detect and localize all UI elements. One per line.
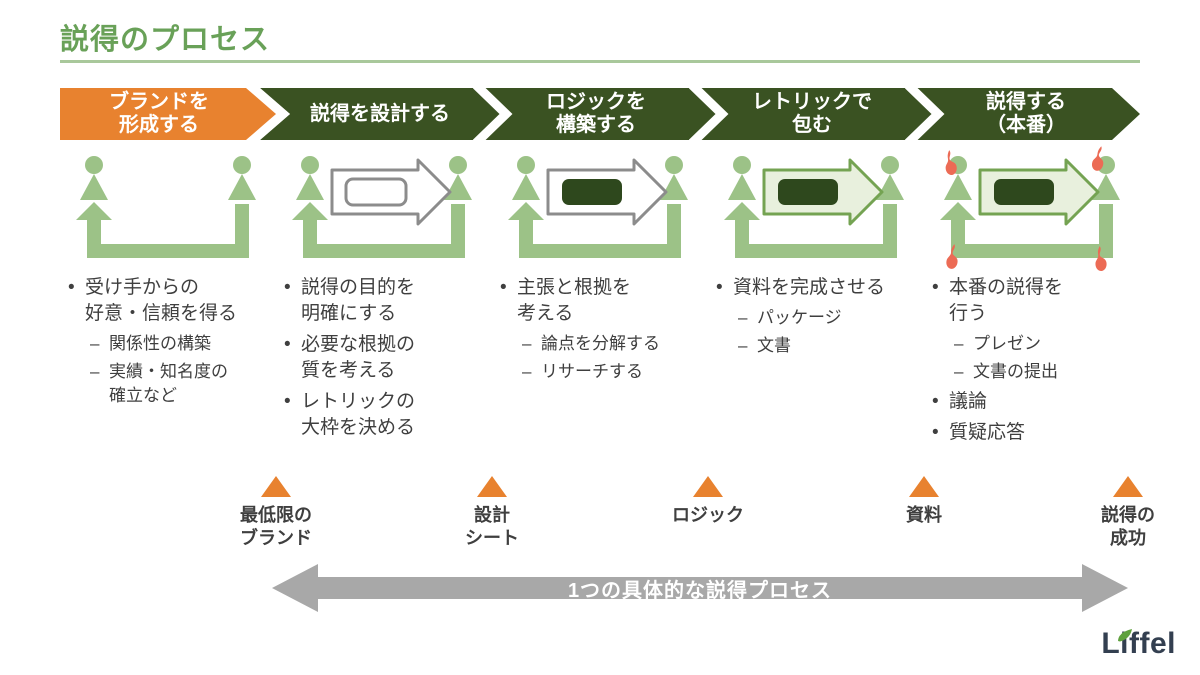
dash-glyph: – bbox=[954, 362, 964, 381]
bullet-text: プレゼン bbox=[973, 334, 1041, 353]
dash-glyph: – bbox=[522, 334, 532, 353]
milestone-label: 説得の 成功 bbox=[1101, 505, 1155, 548]
two-people-bracket-green-arrow-flames-icon bbox=[932, 146, 1132, 271]
triangle-icon bbox=[693, 476, 723, 497]
two-people-bracket-icon bbox=[68, 152, 268, 268]
chevron-band-graphic bbox=[60, 88, 1140, 140]
bullet-glyph: • bbox=[932, 391, 939, 412]
flame-icon bbox=[1088, 145, 1110, 174]
bullet-item: • レトリックの 大枠を決める bbox=[284, 389, 492, 441]
stage-4-label: レトリックで 包む bbox=[752, 91, 872, 136]
bullet-item: • 必要な根拠の 質を考える bbox=[284, 332, 492, 384]
milestone-label: 最低限の ブランド bbox=[240, 505, 312, 548]
bullet-text: 資料を完成させる bbox=[733, 277, 886, 298]
triangle-icon bbox=[261, 476, 291, 497]
triangle-icon bbox=[909, 476, 939, 497]
bullet-item: –関係性の構築 bbox=[90, 332, 276, 356]
stage-3-bullets: •主張と根拠を 考える–論点を分解する–リサーチする bbox=[492, 270, 708, 451]
stage-4-bullets: •資料を完成させる–パッケージ–文書 bbox=[708, 270, 924, 451]
double-arrow-graphic bbox=[272, 564, 1128, 612]
bullet-glyph: • bbox=[284, 391, 291, 412]
bullet-item: –リサーチする bbox=[522, 360, 708, 384]
bullet-text: 議論 bbox=[949, 391, 988, 412]
bullet-item: • 質疑応答 bbox=[932, 420, 1140, 446]
bullet-item: • 主張と根拠を 考える bbox=[500, 275, 708, 327]
bullet-text: 本番の説得を 行う bbox=[949, 277, 1064, 324]
stage-bullets-row: •受け手からの 好意・信頼を得る–関係性の構築–実績・知名度の 確立など •説得… bbox=[60, 270, 1140, 451]
bullet-item: –実績・知名度の 確立など bbox=[90, 360, 276, 408]
stage-icons-row bbox=[60, 146, 1140, 271]
page-title: 説得のプロセス bbox=[60, 24, 271, 56]
bullet-glyph: • bbox=[932, 277, 939, 298]
dash-glyph: – bbox=[738, 336, 748, 355]
stage-1-label: ブランドを 形成する bbox=[109, 91, 209, 136]
stage-1-bullets: •受け手からの 好意・信頼を得る–関係性の構築–実績・知名度の 確立など bbox=[60, 270, 276, 451]
bullet-text: 文書の提出 bbox=[973, 362, 1058, 381]
process-span-arrow: 1つの具体的な説得プロセス bbox=[272, 564, 1128, 612]
logo-text: ffel bbox=[1129, 627, 1176, 660]
bullet-item: –文書 bbox=[738, 334, 924, 358]
milestone-label: ロジック bbox=[672, 505, 744, 525]
flame-icon bbox=[940, 149, 961, 177]
process-span-label: 1つの具体的な説得プロセス bbox=[567, 579, 833, 602]
two-people-bracket-empty-arrow-icon bbox=[284, 152, 484, 268]
stage-3-label: ロジックを 構築する bbox=[546, 91, 646, 136]
two-people-bracket-filled-arrow-icon bbox=[500, 152, 700, 268]
bullet-text: 関係性の構築 bbox=[109, 334, 211, 353]
dash-glyph: – bbox=[90, 362, 100, 381]
bullet-text: リサーチする bbox=[541, 362, 643, 381]
bullet-glyph: • bbox=[932, 422, 939, 443]
bullet-item: • 資料を完成させる bbox=[716, 275, 924, 301]
dash-glyph: – bbox=[738, 308, 748, 327]
leaf-icon bbox=[1117, 616, 1133, 650]
milestone-marker: 最低限の ブランド bbox=[240, 476, 312, 550]
bullet-glyph: • bbox=[68, 277, 75, 298]
title-underline bbox=[60, 60, 1140, 63]
bullet-text: 主張と根拠を 考える bbox=[517, 277, 632, 324]
milestone-marker: 設計 シート bbox=[465, 476, 519, 550]
bullet-text: レトリックの 大枠を決める bbox=[301, 391, 416, 438]
bullet-item: • 受け手からの 好意・信頼を得る bbox=[68, 275, 276, 327]
stage-5-label: 説得する （本番） bbox=[986, 91, 1066, 136]
dash-glyph: – bbox=[954, 334, 964, 353]
bullet-item: –文書の提出 bbox=[954, 360, 1140, 384]
stage-2-label: 説得を設計する bbox=[310, 102, 450, 125]
triangle-icon bbox=[477, 476, 507, 497]
two-people-bracket-green-arrow-icon bbox=[716, 152, 916, 268]
bullet-glyph: • bbox=[284, 334, 291, 355]
bullet-item: • 議論 bbox=[932, 389, 1140, 415]
bullet-item: –パッケージ bbox=[738, 306, 924, 330]
milestone-label: 資料 bbox=[906, 505, 942, 525]
bullet-item: • 本番の説得を 行う bbox=[932, 275, 1140, 327]
milestone-marker: 説得の 成功 bbox=[1101, 476, 1155, 550]
triangle-icon bbox=[1113, 476, 1143, 497]
stage-5-bullets: •本番の説得を 行う–プレゼン–文書の提出•議論•質疑応答 bbox=[924, 270, 1140, 451]
logo-text: L bbox=[1101, 627, 1121, 660]
bullet-item: • 説得の目的を 明確にする bbox=[284, 275, 492, 327]
dash-glyph: – bbox=[90, 334, 100, 353]
bullet-text: 説得の目的を 明確にする bbox=[301, 277, 416, 324]
bullet-text: 実績・知名度の 確立など bbox=[109, 362, 228, 405]
flame-icon bbox=[1091, 245, 1112, 273]
bullet-text: パッケージ bbox=[757, 308, 842, 327]
bullet-text: 論点を分解する bbox=[541, 334, 660, 353]
bullet-text: 必要な根拠の 質を考える bbox=[301, 334, 416, 381]
bullet-text: 受け手からの 好意・信頼を得る bbox=[85, 277, 238, 324]
bullet-text: 文書 bbox=[757, 336, 791, 355]
bullet-item: –論点を分解する bbox=[522, 332, 708, 356]
logo-text: i bbox=[1120, 627, 1129, 660]
bullet-glyph: • bbox=[716, 277, 723, 298]
dash-glyph: – bbox=[522, 362, 532, 381]
bullet-glyph: • bbox=[284, 277, 291, 298]
bullet-item: –プレゼン bbox=[954, 332, 1140, 356]
flame-icon bbox=[943, 243, 964, 271]
milestone-marker: 資料 bbox=[906, 476, 942, 527]
stage-2-bullets: • 説得の目的を 明確にする • 必要な根拠の 質を考える • レトリックの 大枠を決める bbox=[276, 270, 492, 451]
bullet-glyph: • bbox=[500, 277, 507, 298]
milestone-marker: ロジック bbox=[672, 476, 744, 527]
process-chevron-band: ブランドを 形成する 説得を設計する ロジックを 構築する レトリックで 包む … bbox=[60, 88, 1140, 140]
bullet-text: 質疑応答 bbox=[949, 422, 1026, 443]
milestone-label: 設計 シート bbox=[465, 505, 519, 548]
